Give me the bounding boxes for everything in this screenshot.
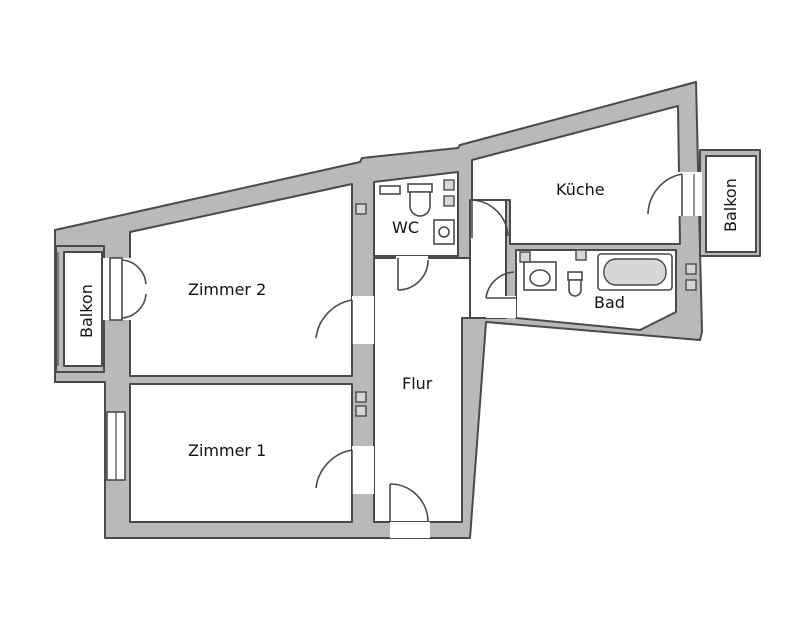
- window-zimmer-1: [106, 411, 126, 481]
- bathtub: [597, 253, 673, 291]
- toilet-bad: [567, 271, 583, 297]
- door-kueche: [471, 199, 509, 238]
- label-bad: Bad: [594, 293, 625, 312]
- toilet-wc: [407, 183, 433, 217]
- vent-shafts: [355, 179, 697, 417]
- door-wc: [397, 258, 429, 291]
- sink-bad: [523, 261, 557, 291]
- sink-wc: [433, 219, 455, 245]
- door-zimmer-2: [315, 299, 353, 344]
- door-balcony-left: [109, 257, 147, 321]
- room-zimmer-2: [129, 183, 353, 377]
- label-kueche: Küche: [556, 180, 605, 199]
- door-zimmer-1: [315, 449, 353, 494]
- label-zimmer-2: Zimmer 2: [188, 280, 266, 299]
- door-bad: [485, 271, 516, 299]
- balcony-left: [63, 251, 103, 367]
- label-balkon-left: Balkon: [77, 284, 96, 338]
- door-entrance: [389, 483, 429, 523]
- label-zimmer-1: Zimmer 1: [188, 441, 266, 460]
- room-zimmer-1: [129, 383, 353, 523]
- label-flur: Flur: [402, 374, 433, 393]
- door-balcony-right: [647, 173, 695, 216]
- balcony-right: [705, 155, 757, 253]
- label-wc: WC: [392, 218, 419, 237]
- label-balkon-right: Balkon: [721, 178, 740, 232]
